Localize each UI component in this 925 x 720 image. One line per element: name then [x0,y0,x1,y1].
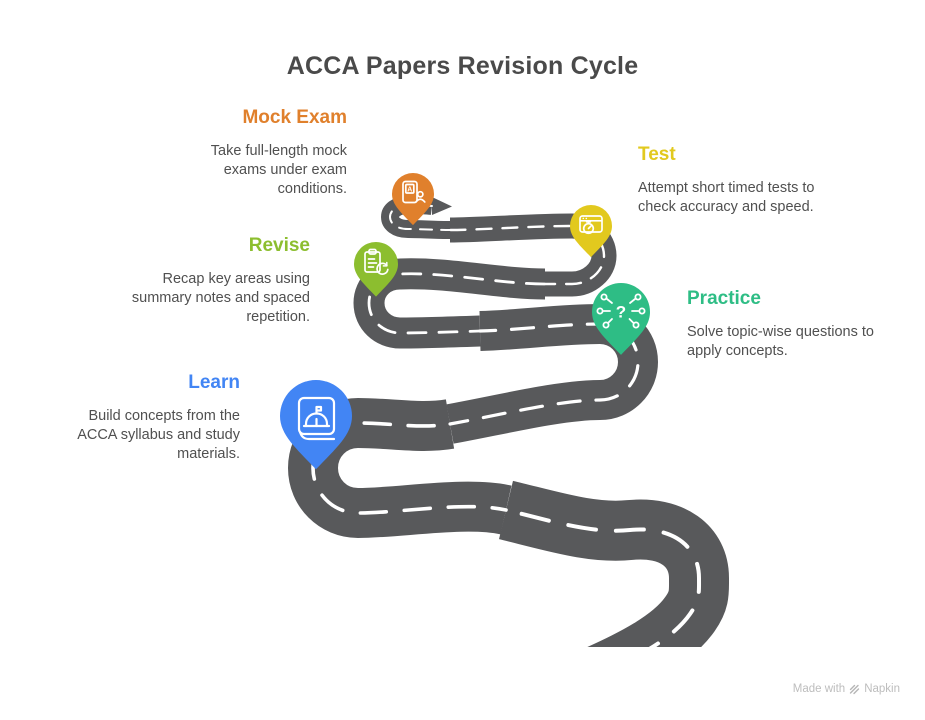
watermark-prefix: Made with [792,683,846,695]
watermark-brand: Napkin [864,683,900,695]
step-revise-label: Revise [248,235,310,256]
book-icon [297,396,336,441]
step-mock-exam: Mock Exam Take full-length mock exams un… [187,107,347,199]
clipboard-refresh-icon [364,248,389,275]
step-practice-description: Solve topic-wise questions to apply conc… [687,324,874,359]
step-test-label: Test [638,144,676,165]
step-learn-label: Learn [188,372,240,393]
road-center-dashes [311,203,702,647]
step-revise-description: Recap key areas using summary notes and … [131,271,310,325]
page-title: ACCA Papers Revision Cycle [286,52,639,80]
road-tip [432,197,452,215]
mock-glyph: A [407,187,412,194]
pin-practice-body [592,283,650,355]
step-practice: Practice Solve topic-wise questions to a… [687,288,887,361]
pin-learn [280,380,352,470]
practice-glyph: ? [616,303,626,322]
step-learn-description: Build concepts from the ACCA syllabus an… [77,408,240,462]
pin-mock-exam: A [392,173,434,226]
exam-card-icon: A [402,180,426,204]
step-learn: Learn Build concepts from the ACCA sylla… [62,372,240,464]
pin-test [570,205,612,258]
timed-test-icon [579,215,603,235]
winding-road [287,195,730,647]
step-test-description: Attempt short timed tests to check accur… [638,180,815,215]
step-revise: Revise Recap key areas using summary not… [118,235,310,327]
napkin-logo-icon [849,684,860,694]
watermark: Made with Napkin [793,683,900,695]
question-network-icon: ? [596,293,646,329]
pin-practice: ? [592,283,650,355]
pin-revise [354,242,398,297]
step-mock-exam-label: Mock Exam [242,107,347,128]
step-practice-label: Practice [687,288,761,309]
step-test: Test Attempt short timed tests to check … [638,144,826,217]
step-mock-exam-description: Take full-length mock exams under exam c… [210,143,347,197]
